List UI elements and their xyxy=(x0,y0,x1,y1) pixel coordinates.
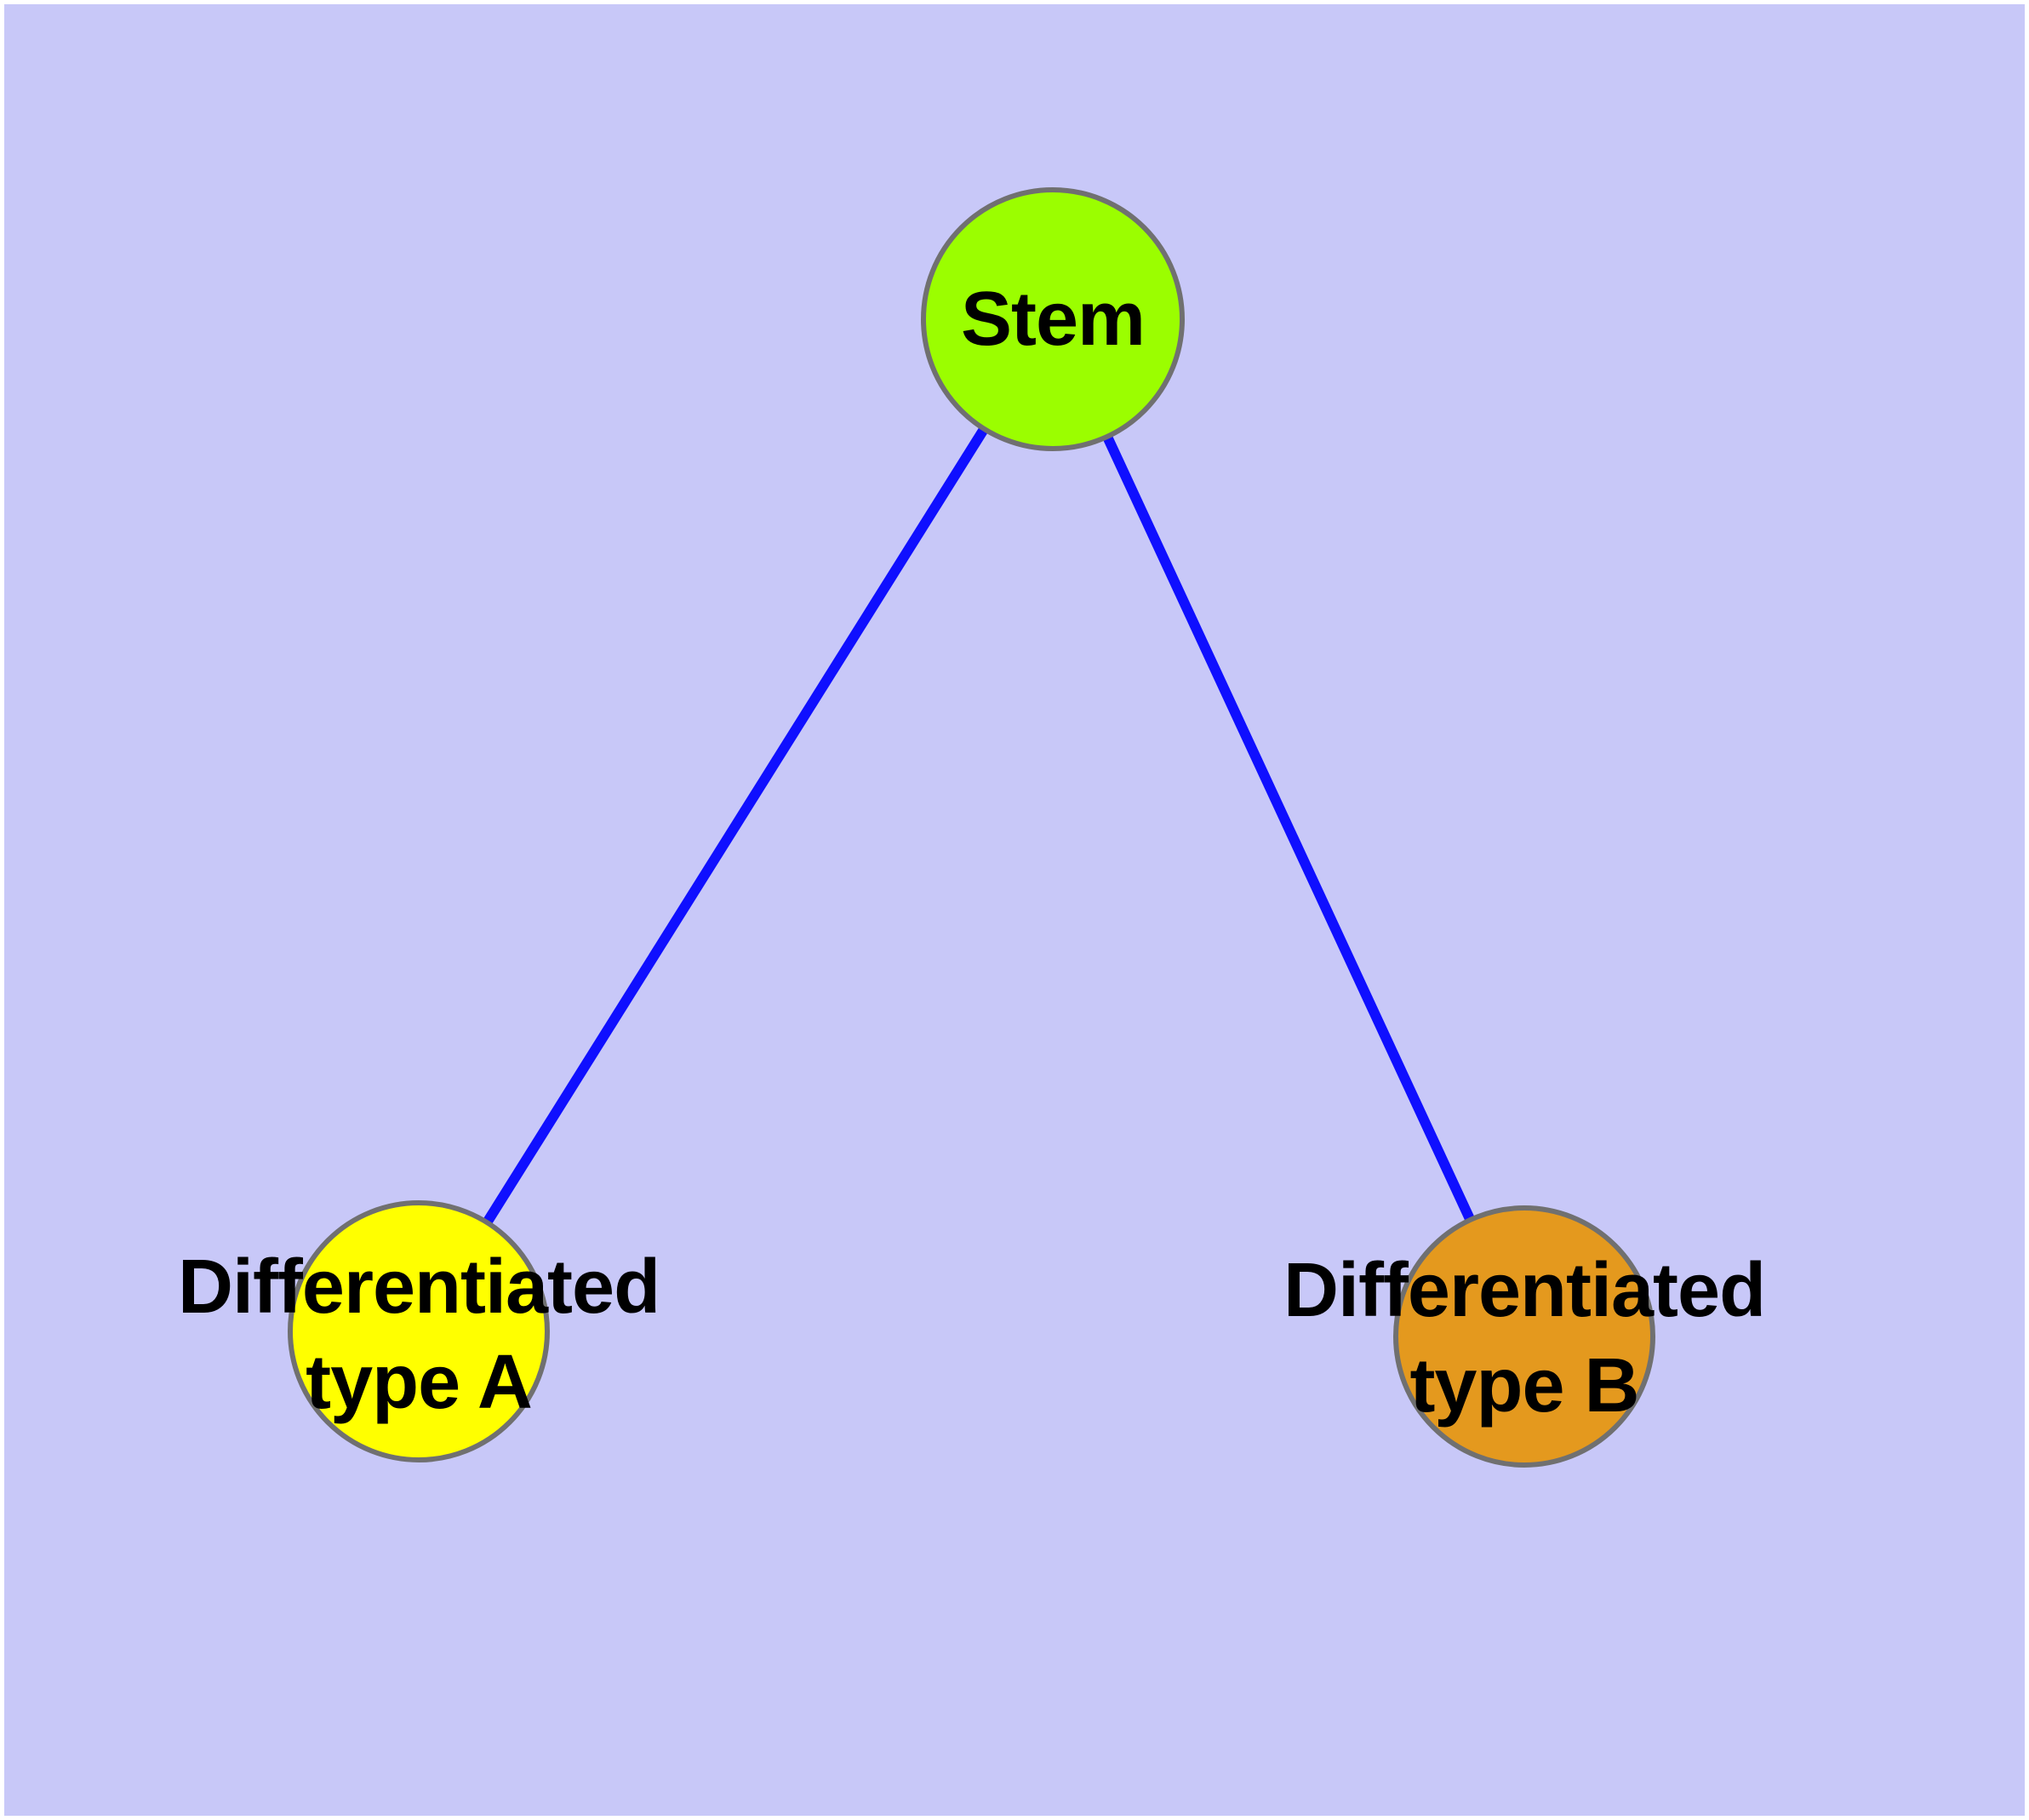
node-stem[interactable] xyxy=(921,187,1185,451)
node-type-b-label[interactable]: Differentiated type B xyxy=(1283,1248,1766,1428)
node-stem-label[interactable]: Stem xyxy=(960,277,1146,362)
edge-stem-to-type-a xyxy=(414,316,1058,1335)
edge-stem-to-type-b xyxy=(1048,317,1529,1339)
node-differentiated-type-b[interactable] xyxy=(1393,1205,1655,1468)
node-differentiated-type-a[interactable] xyxy=(288,1200,550,1462)
node-type-a-label[interactable]: Differentiated type A xyxy=(177,1245,660,1425)
